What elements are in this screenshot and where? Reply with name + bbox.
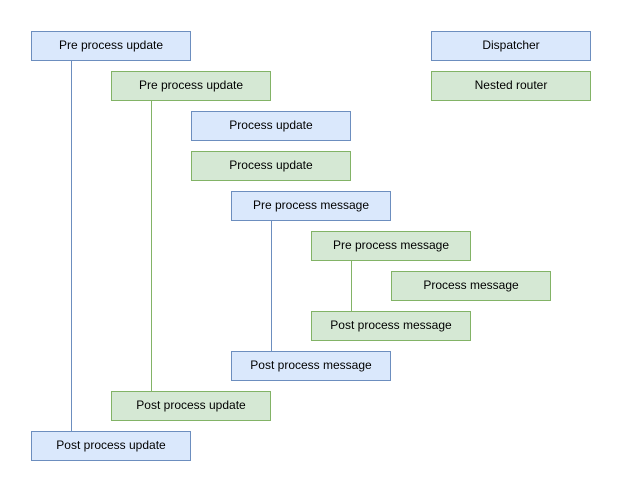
process-message-nested-box: Process message	[391, 271, 551, 301]
message-span-nested-connector	[351, 261, 352, 311]
post-process-update-dispatcher-label: Post process update	[56, 438, 166, 453]
nested-router-box: Nested router	[431, 71, 591, 101]
update-span-dispatcher-connector	[71, 61, 72, 431]
post-process-message-dispatcher-box: Post process message	[231, 351, 391, 381]
pre-process-update-nested-box: Pre process update	[111, 71, 271, 101]
dispatcher-box: Dispatcher	[431, 31, 591, 61]
post-process-message-nested-box: Post process message	[311, 311, 471, 341]
process-update-dispatcher-box: Process update	[191, 111, 351, 141]
process-update-dispatcher-label: Process update	[229, 118, 313, 133]
nested-router-label: Nested router	[474, 78, 548, 93]
pre-process-message-nested-box: Pre process message	[311, 231, 471, 261]
post-process-update-nested-box: Post process update	[111, 391, 271, 421]
pre-process-message-dispatcher-label: Pre process message	[252, 198, 370, 213]
post-process-update-dispatcher-box: Post process update	[31, 431, 191, 461]
message-span-dispatcher-connector	[271, 221, 272, 351]
process-message-nested-label: Process message	[423, 278, 519, 293]
update-span-nested-connector	[151, 101, 152, 391]
process-update-nested-box: Process update	[191, 151, 351, 181]
pre-process-update-dispatcher-label: Pre process update	[58, 38, 164, 53]
pre-process-message-dispatcher-box: Pre process message	[231, 191, 391, 221]
process-update-nested-label: Process update	[229, 158, 313, 173]
dispatcher-label: Dispatcher	[482, 38, 540, 53]
post-process-message-nested-label: Post process message	[330, 318, 452, 333]
pre-process-message-nested-label: Pre process message	[332, 238, 450, 253]
post-process-message-dispatcher-label: Post process message	[250, 358, 372, 373]
pre-process-update-dispatcher-box: Pre process update	[31, 31, 191, 61]
pre-process-update-nested-label: Pre process update	[138, 78, 244, 93]
post-process-update-nested-label: Post process update	[136, 398, 246, 413]
